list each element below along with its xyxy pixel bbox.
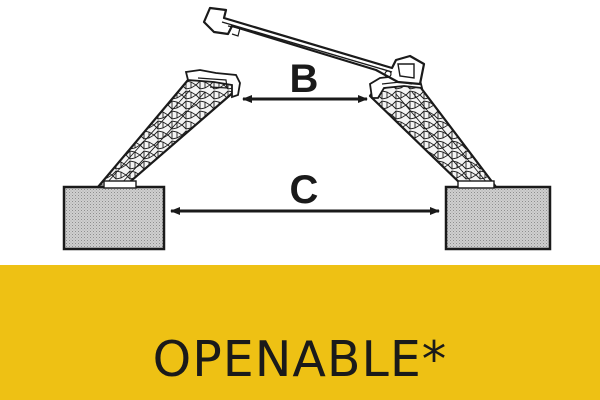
dimension-c-label: C <box>290 168 319 212</box>
dimension-b-label: B <box>290 57 319 101</box>
right-wall <box>444 185 552 251</box>
left-wall <box>62 185 166 251</box>
caption-text: OPENABLE* <box>152 331 448 388</box>
dimension-c: C <box>170 168 440 215</box>
hinged-lid <box>202 6 426 86</box>
right-upstand <box>368 75 498 189</box>
caption-banner: OPENABLE* <box>0 265 600 400</box>
openable-rooflight-section-diagram: B C <box>62 6 552 251</box>
left-upstand <box>96 69 241 189</box>
dimension-b: B <box>242 57 368 103</box>
